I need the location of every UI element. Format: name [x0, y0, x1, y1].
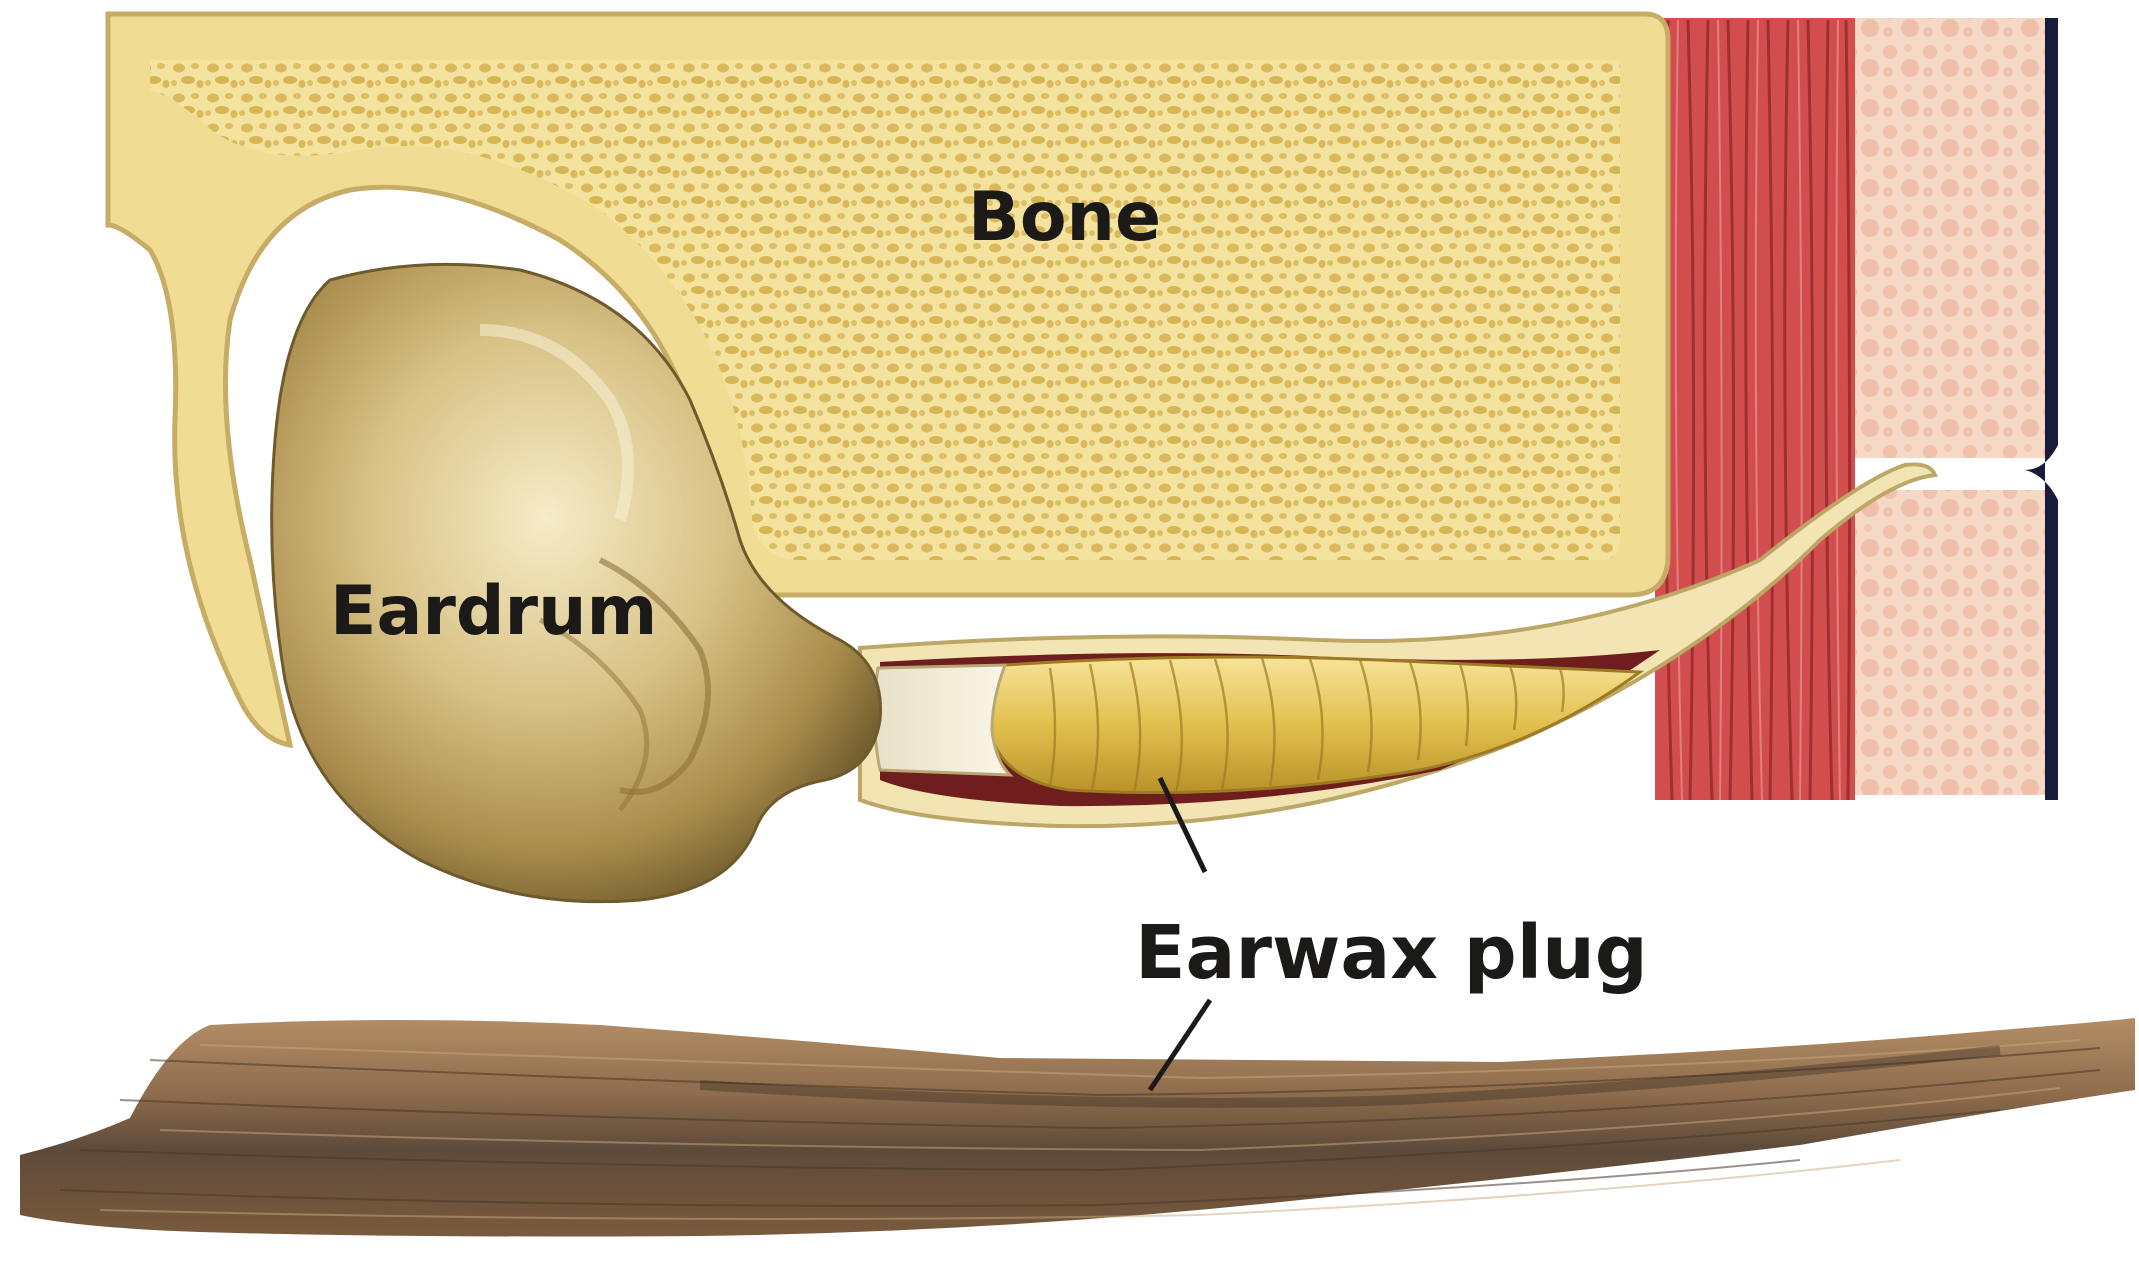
earwax-plug: [874, 657, 1640, 793]
label-earwax-plug: Earwax plug: [1135, 916, 1648, 990]
muscle-layer: [1655, 18, 1855, 800]
label-eardrum: Eardrum: [330, 578, 657, 646]
label-bone: Bone: [968, 184, 1161, 252]
earwax-specimen: [20, 1018, 2135, 1237]
skin-layer: [1855, 18, 2058, 800]
